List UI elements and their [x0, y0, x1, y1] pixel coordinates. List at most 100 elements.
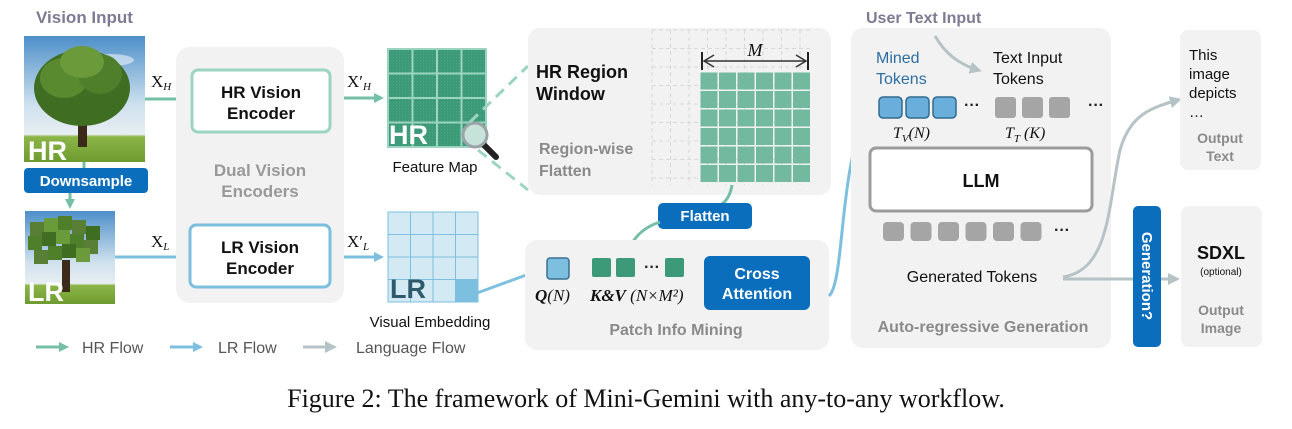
feature-map-cell [389, 99, 412, 122]
region-cell [756, 128, 773, 145]
feature-map-cell [413, 74, 436, 97]
generated-tokens [883, 222, 1042, 241]
region-cell [719, 72, 736, 90]
lr-encoder-label-1: LR Vision [221, 238, 299, 257]
region-cell [700, 91, 718, 108]
patch-info-mining-label: Patch Info Mining [609, 322, 742, 339]
region-cell [774, 109, 792, 127]
downsample-button[interactable]: Downsample [24, 168, 148, 193]
embedding-cell [410, 211, 434, 235]
mined-tokens [878, 96, 957, 119]
legend-item-lr-flow: LR Flow [170, 340, 277, 357]
dual-encoders-label-1: Dual Vision [214, 161, 306, 180]
region-cell [756, 165, 773, 182]
generated-token [965, 222, 987, 241]
feature-map-cell [462, 99, 485, 122]
output-text-label-1: Output [1197, 130, 1243, 146]
visual-embedding-caption: Visual Embedding [370, 314, 491, 331]
downsample-label: Downsample [40, 173, 133, 190]
hr-encoder-label-2: Encoder [227, 104, 295, 123]
region-cell [737, 91, 755, 108]
region-cell [793, 146, 810, 164]
text-token [995, 97, 1016, 118]
flatten-button[interactable]: Flatten [658, 203, 752, 229]
text-input-tokens-label-2: Tokens [993, 71, 1044, 88]
tt-label: TT (K) [1005, 125, 1045, 146]
feature-map-cell [413, 99, 436, 122]
generation-gate-button[interactable]: Generation? [1133, 206, 1161, 347]
region-cell [774, 165, 792, 182]
region-cell [719, 128, 736, 145]
region-cell [756, 72, 773, 90]
generated-token [993, 222, 1014, 241]
lr-vision-encoder: LR Vision Encoder [188, 223, 332, 289]
output-text-line-2: image [1189, 66, 1230, 83]
embedding-cell [455, 211, 479, 235]
sdxl-label: SDXL [1197, 243, 1245, 263]
region-cell [737, 165, 755, 182]
feature-map-cell [438, 123, 461, 146]
output-text-line-1: This [1189, 47, 1217, 64]
feature-map-caption: Feature Map [392, 159, 477, 176]
zoom-line-top [468, 64, 530, 124]
dimension-m-indicator [701, 52, 809, 70]
xl-prime-label: X′L [347, 232, 369, 253]
region-window-panel [528, 28, 831, 195]
xl-label: XL [151, 232, 169, 253]
feature-map-cell [389, 74, 412, 97]
region-cell [700, 128, 718, 145]
mined-ellipsis: ··· [964, 97, 980, 114]
region-cell [774, 72, 792, 90]
embedding-cell [387, 211, 411, 235]
output-image-label-1: Output [1198, 302, 1244, 318]
llm-block: LLM [868, 146, 1094, 213]
hr-feature-badge: HR [389, 120, 428, 150]
magnifier-icon [461, 121, 499, 160]
xh-prime-label: X′H [347, 72, 372, 93]
region-cell [793, 165, 810, 182]
tv-label: TV(N) [893, 125, 930, 145]
region-window-grid [700, 72, 810, 182]
region-cell [756, 109, 773, 127]
feature-map-cell [462, 50, 485, 73]
output-text-label-2: Text [1206, 148, 1234, 164]
region-cell [737, 109, 755, 127]
generated-token [938, 222, 959, 241]
embedding-cell [455, 256, 479, 280]
cross-attention-label-1: Cross [734, 266, 779, 283]
cross-attention-label-2: Attention [722, 286, 792, 303]
kv-token [592, 258, 611, 277]
region-cell [700, 72, 718, 90]
user-text-arrow [933, 35, 982, 74]
lr-image-label: LR [28, 277, 64, 307]
generation-gate-label: Generation? [1138, 232, 1155, 320]
query-token [546, 257, 570, 280]
text-token [1022, 97, 1043, 118]
feature-map-cell [389, 123, 412, 146]
generated-token [910, 222, 932, 241]
feature-map-cell [438, 74, 461, 97]
output-text-line-4: … [1189, 104, 1204, 121]
text-ellipsis: ··· [1088, 97, 1104, 114]
embedding-cell [432, 211, 456, 235]
feature-map-cell [389, 50, 412, 73]
lr-input-image: LR [25, 211, 115, 307]
cross-attention-button[interactable]: Cross Attention [704, 256, 810, 310]
legend-label-lr-flow: LR Flow [218, 340, 277, 357]
generated-token [1020, 222, 1042, 241]
region-cell [793, 128, 810, 145]
kv-tokens [592, 258, 684, 277]
embedding-cell [387, 234, 411, 258]
auto-regressive-label: Auto-regressive Generation [878, 319, 1089, 336]
region-cell [793, 109, 810, 127]
region-wise-flatten-1: Region-wise [539, 141, 633, 158]
dimension-m-label: M [747, 40, 764, 60]
hr-input-image: HR [24, 36, 145, 162]
output-image-label-2: Image [1201, 320, 1242, 336]
kv-token [665, 258, 684, 277]
vision-input-title: Vision Input [36, 8, 133, 27]
mined-token [932, 96, 957, 119]
region-cell [756, 146, 773, 164]
flatten-label: Flatten [680, 208, 729, 225]
feature-map-cell [438, 50, 461, 73]
